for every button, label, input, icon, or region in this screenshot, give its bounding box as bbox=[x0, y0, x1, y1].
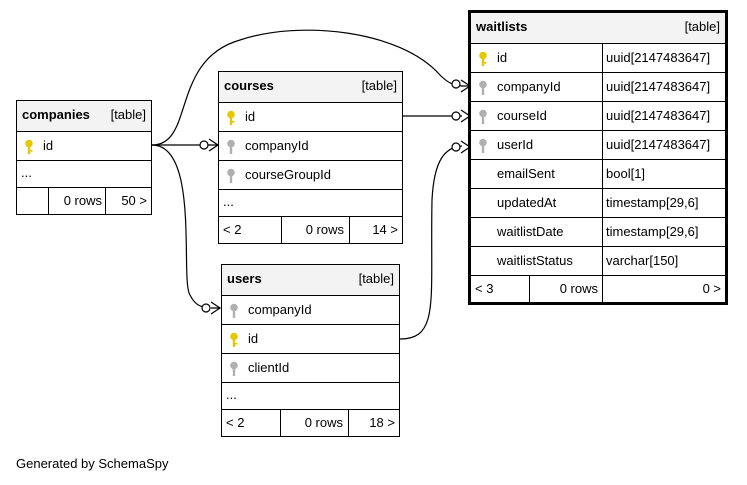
column-type: uuid[2147483647] bbox=[602, 44, 710, 72]
edge-marker bbox=[451, 111, 461, 121]
column-row[interactable]: courseGroupId bbox=[219, 160, 402, 189]
column-type: uuid[2147483647] bbox=[602, 73, 710, 101]
column-row[interactable]: companyId bbox=[219, 131, 402, 160]
column-row[interactable]: waitlistStatus varchar[150] bbox=[471, 246, 725, 275]
foreign-key-icon bbox=[479, 138, 487, 153]
column-type: timestamp[29,6] bbox=[602, 189, 699, 217]
column-type: timestamp[29,6] bbox=[602, 218, 699, 246]
column-name: courseGroupId bbox=[245, 167, 331, 182]
footer-children[interactable]: 0 > bbox=[602, 276, 725, 302]
column-name: userId bbox=[497, 137, 534, 152]
more-columns: ... bbox=[17, 160, 151, 187]
table-footer: < 2 0 rows 18 > bbox=[222, 409, 399, 436]
table-waitlists[interactable]: waitlists [table] id uuid[2147483647] co… bbox=[468, 10, 728, 305]
column-name: updatedAt bbox=[497, 195, 557, 210]
column-type: uuid[2147483647] bbox=[602, 102, 710, 130]
footer-rows: 0 rows bbox=[48, 188, 105, 214]
table-kind-label: [table] bbox=[361, 78, 397, 93]
table-title: courses bbox=[224, 78, 274, 93]
table-header: waitlists [table] bbox=[471, 13, 725, 43]
column-type: bool[1] bbox=[602, 160, 645, 188]
edge-marker bbox=[451, 142, 461, 152]
column-row[interactable]: companyId bbox=[222, 295, 399, 324]
table-title: companies bbox=[22, 107, 90, 122]
footer-parents[interactable]: < 2 bbox=[223, 222, 242, 237]
footer-children[interactable]: 50 > bbox=[105, 188, 151, 214]
edge-companies-users bbox=[151, 144, 211, 309]
primary-key-icon bbox=[230, 332, 238, 347]
column-name: waitlistStatus bbox=[497, 253, 573, 268]
column-type: varchar[150] bbox=[602, 247, 678, 275]
column-row[interactable]: id uuid[2147483647] bbox=[471, 43, 725, 72]
column-row[interactable]: waitlistDate timestamp[29,6] bbox=[471, 217, 725, 246]
column-name: id bbox=[43, 138, 54, 153]
column-name: clientId bbox=[248, 360, 290, 375]
column-row[interactable]: id bbox=[17, 131, 151, 160]
column-row[interactable]: clientId bbox=[222, 353, 399, 382]
foreign-key-icon bbox=[230, 361, 238, 376]
edge-users-waitlists bbox=[399, 145, 463, 340]
footer-rows: 0 rows bbox=[281, 217, 349, 243]
foreign-key-icon bbox=[227, 139, 235, 154]
column-name: id bbox=[245, 109, 256, 124]
column-row[interactable]: id bbox=[222, 324, 399, 353]
table-companies[interactable]: companies [table] id ... 0 rows 50 > bbox=[16, 100, 152, 215]
primary-key-icon bbox=[25, 139, 33, 154]
crowfoot bbox=[210, 301, 222, 315]
table-header: companies [table] bbox=[17, 101, 151, 131]
column-row[interactable]: id bbox=[219, 102, 402, 131]
column-name: companyId bbox=[245, 138, 309, 153]
edge-companies-waitlists-company bbox=[151, 29, 463, 146]
column-name: waitlistDate bbox=[497, 224, 564, 239]
column-row[interactable]: emailSent bool[1] bbox=[471, 159, 725, 188]
foreign-key-icon bbox=[479, 80, 487, 95]
column-row[interactable]: courseId uuid[2147483647] bbox=[471, 101, 725, 130]
table-header: users [table] bbox=[222, 265, 399, 295]
column-name: companyId bbox=[248, 302, 312, 317]
generated-by-label: Generated by SchemaSpy bbox=[16, 456, 169, 471]
footer-parents[interactable] bbox=[21, 188, 47, 214]
primary-key-icon bbox=[479, 51, 487, 66]
column-row[interactable]: updatedAt timestamp[29,6] bbox=[471, 188, 725, 217]
column-type: uuid[2147483647] bbox=[602, 131, 710, 159]
footer-rows: 0 rows bbox=[529, 276, 602, 302]
footer-children[interactable]: 14 > bbox=[349, 217, 402, 243]
column-name: companyId bbox=[497, 79, 561, 94]
table-users[interactable]: users [table] companyId id clientId ... … bbox=[221, 264, 400, 437]
column-name: id bbox=[248, 331, 259, 346]
more-columns: ... bbox=[222, 382, 399, 409]
table-footer: 0 rows 50 > bbox=[17, 187, 151, 214]
footer-rows: 0 rows bbox=[280, 410, 348, 436]
column-name: id bbox=[497, 50, 508, 65]
footer-parents[interactable]: < 3 bbox=[475, 281, 494, 296]
foreign-key-icon bbox=[230, 303, 238, 318]
column-name: emailSent bbox=[497, 166, 555, 181]
footer-parents[interactable]: < 2 bbox=[226, 415, 245, 430]
table-kind-label: [table] bbox=[684, 19, 720, 34]
table-courses[interactable]: courses [table] id companyId courseGroup… bbox=[218, 71, 403, 244]
table-title: users bbox=[227, 271, 262, 286]
crowfoot bbox=[208, 138, 220, 152]
edge-marker bbox=[199, 140, 209, 150]
table-footer: < 3 0 rows 0 > bbox=[471, 275, 725, 302]
edge-marker bbox=[451, 79, 461, 89]
column-name: courseId bbox=[497, 108, 547, 123]
primary-key-icon bbox=[227, 110, 235, 125]
table-footer: < 2 0 rows 14 > bbox=[219, 216, 402, 243]
table-kind-label: [table] bbox=[358, 271, 394, 286]
more-columns: ... bbox=[219, 189, 402, 216]
table-title: waitlists bbox=[476, 19, 528, 34]
table-header: courses [table] bbox=[219, 72, 402, 102]
foreign-key-icon bbox=[227, 168, 235, 183]
footer-children[interactable]: 18 > bbox=[348, 410, 399, 436]
column-row[interactable]: userId uuid[2147483647] bbox=[471, 130, 725, 159]
table-kind-label: [table] bbox=[110, 107, 146, 122]
foreign-key-icon bbox=[479, 109, 487, 124]
edge-marker bbox=[201, 303, 211, 313]
column-row[interactable]: companyId uuid[2147483647] bbox=[471, 72, 725, 101]
